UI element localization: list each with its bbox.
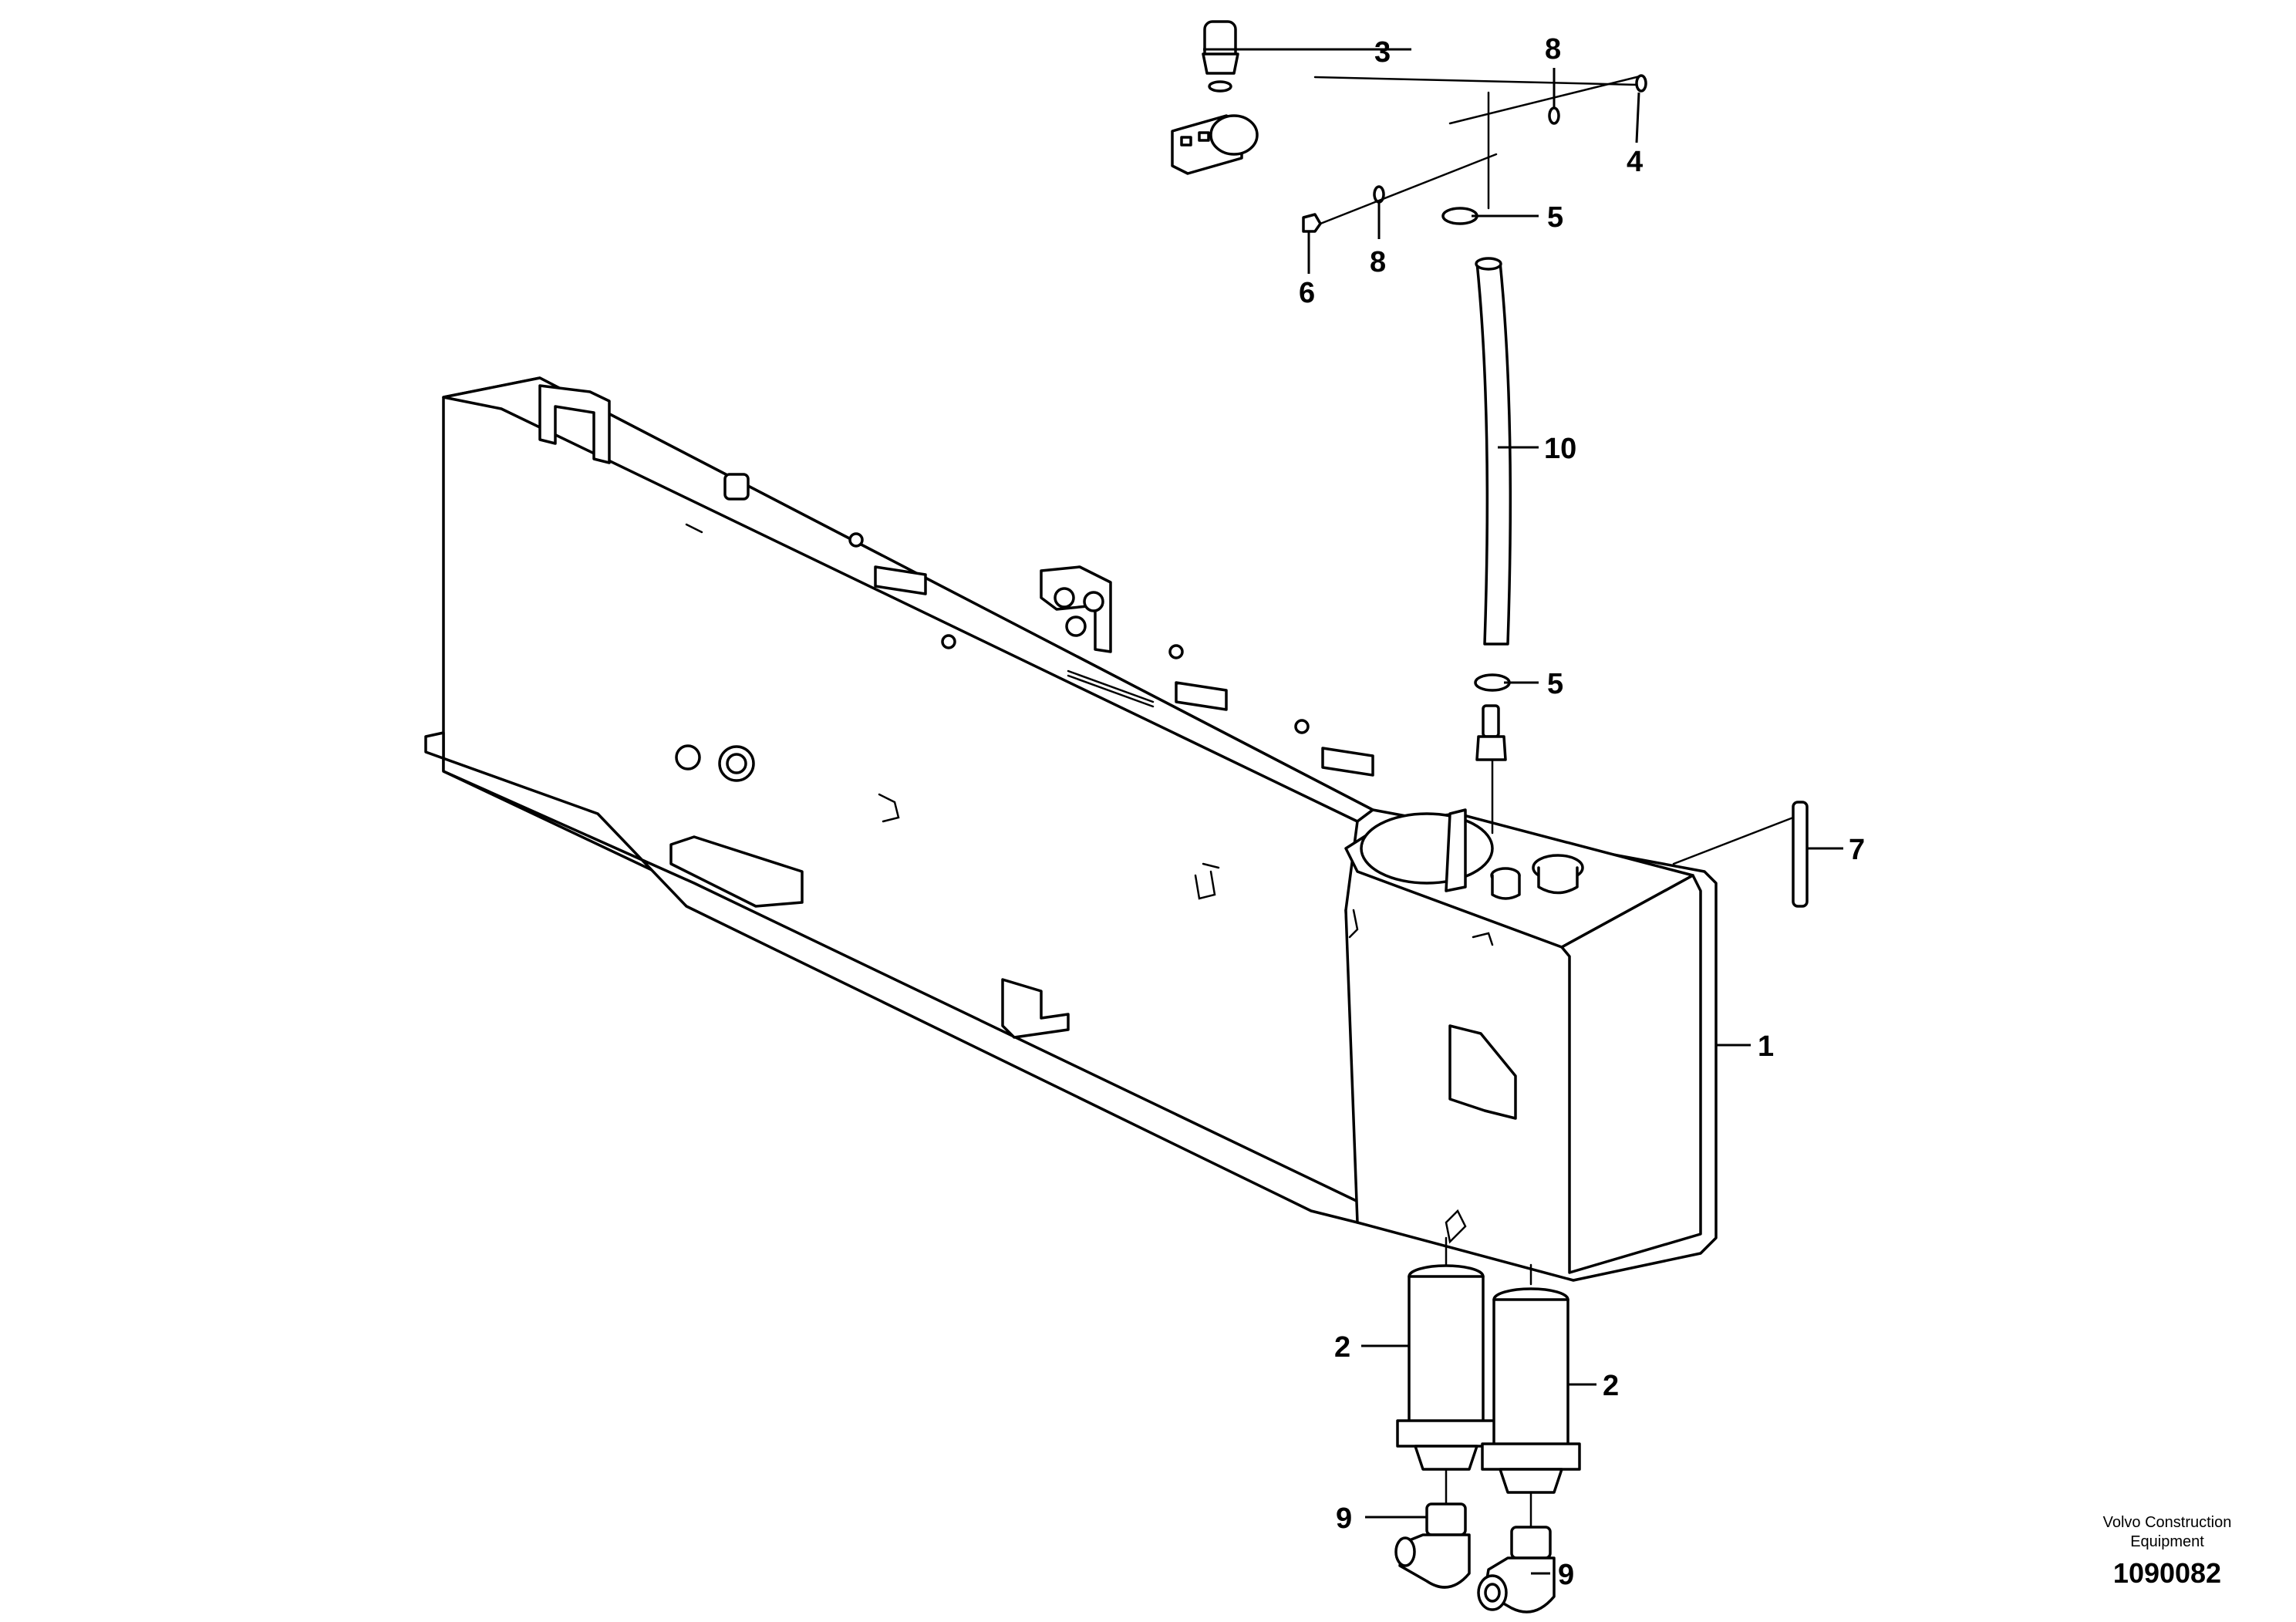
nut xyxy=(1302,153,1498,233)
callout-9-left: 9 xyxy=(1336,1502,1352,1535)
bolt xyxy=(1313,74,1647,125)
frame-rail xyxy=(424,376,1374,1224)
callout-1: 1 xyxy=(1758,1030,1774,1063)
callout-9-right: 9 xyxy=(1558,1559,1574,1591)
hose-clamps xyxy=(1441,207,1511,692)
callout-8-left: 8 xyxy=(1370,246,1386,278)
drawing-footer: Volvo Construction Equipment 1090082 xyxy=(2103,1514,2232,1589)
leader-lines xyxy=(1203,48,1843,1575)
brand-line-2: Equipment xyxy=(2130,1533,2204,1550)
mounting-bracket xyxy=(1171,114,1259,175)
brand-line-1: Volvo Construction xyxy=(2103,1514,2232,1531)
callout-5-top: 5 xyxy=(1547,201,1563,234)
washers xyxy=(1373,106,1560,204)
callout-4: 4 xyxy=(1627,146,1643,178)
callout-8-top: 8 xyxy=(1545,33,1561,66)
elbow-fitting-left xyxy=(1394,1468,1471,1589)
callout-2-left: 2 xyxy=(1334,1331,1350,1364)
callout-6: 6 xyxy=(1299,277,1315,309)
callout-10: 10 xyxy=(1544,433,1576,465)
callout-labels: 3 8 4 5 6 8 10 5 7 1 2 2 9 9 xyxy=(1299,33,1865,1591)
elbow-fitting-right xyxy=(1477,1491,1556,1614)
pin xyxy=(1672,801,1809,908)
hose-fitting xyxy=(1475,704,1507,835)
tank-box xyxy=(1344,808,1718,1282)
callout-7: 7 xyxy=(1849,834,1865,866)
filter-right xyxy=(1481,1263,1581,1494)
callout-2-right: 2 xyxy=(1603,1370,1619,1402)
breather-cap xyxy=(1202,20,1239,93)
drawing-number: 1090082 xyxy=(2113,1557,2221,1589)
callout-5-lower: 5 xyxy=(1547,668,1563,700)
callout-3: 3 xyxy=(1374,36,1391,69)
hose xyxy=(1475,91,1512,646)
filter-left xyxy=(1396,1236,1496,1471)
